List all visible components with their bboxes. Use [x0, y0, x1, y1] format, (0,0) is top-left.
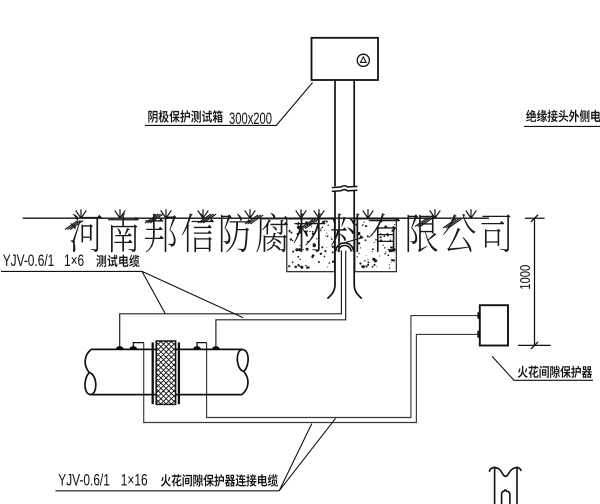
- svg-text:300x200: 300x200: [229, 109, 272, 128]
- svg-text:YJV-0.6/1: YJV-0.6/1: [58, 472, 110, 491]
- svg-text:1×6: 1×6: [64, 252, 84, 271]
- svg-text:1000: 1000: [516, 265, 533, 290]
- svg-text:YJV-0.6/1: YJV-0.6/1: [3, 252, 55, 271]
- svg-text:1×16: 1×16: [121, 472, 148, 491]
